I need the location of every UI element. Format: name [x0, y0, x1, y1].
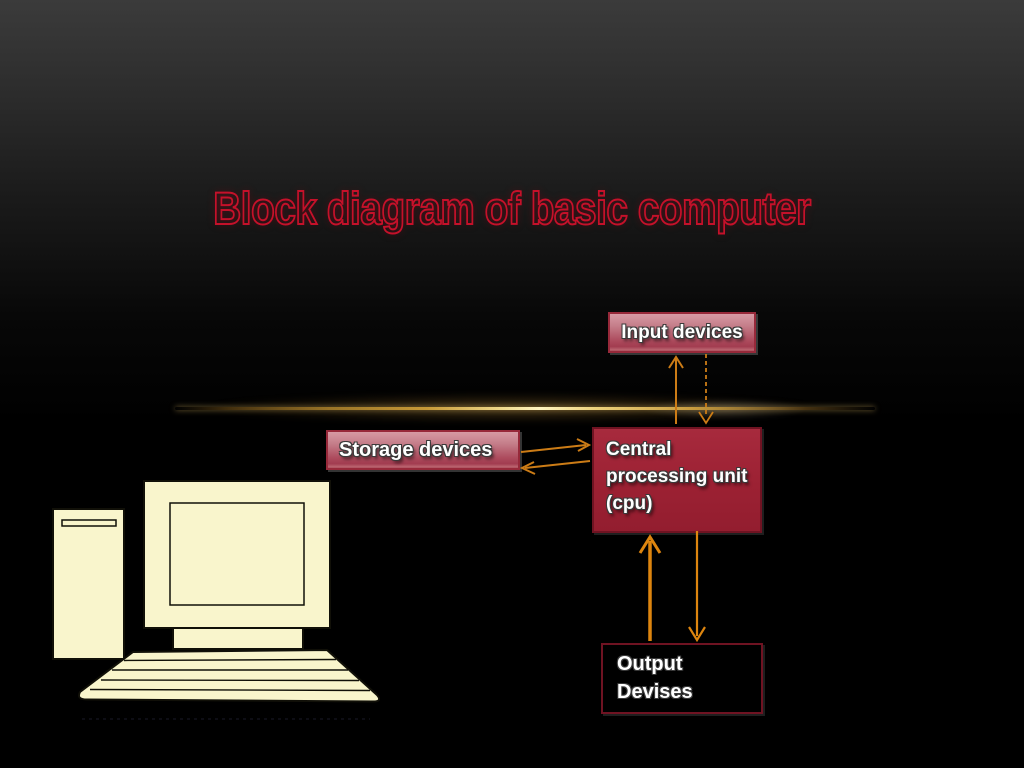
arrow-storage-to-cpu	[520, 438, 592, 453]
arrow-cpu-to-storage	[519, 460, 591, 475]
arrow-cpu-to-output	[688, 531, 706, 643]
tower-drive-slot	[61, 519, 117, 527]
node-cpu: Central processing unit (cpu)	[592, 427, 762, 533]
computer-tower	[52, 508, 125, 660]
node-label: Input devices	[621, 321, 743, 343]
node-input-devices: Input devices	[608, 312, 756, 353]
computer-clipart	[52, 480, 381, 720]
lens-flare-line	[175, 407, 875, 410]
node-label-line: (cpu)	[606, 493, 653, 514]
node-label-line: processing unit	[606, 466, 748, 487]
node-label-line: Output	[617, 653, 683, 675]
node-output-devices: Output Devises	[601, 643, 763, 714]
keyboard	[77, 649, 381, 703]
slide-title: Block diagram of basic computer	[212, 182, 812, 235]
monitor-screen	[169, 502, 305, 606]
node-label: Storage devices	[339, 438, 493, 461]
monitor-stand	[172, 624, 304, 650]
node-storage-devices: Storage devices	[326, 430, 520, 470]
monitor	[143, 480, 331, 629]
node-label-line: Devises	[617, 681, 693, 703]
keyboard-key-rows	[89, 658, 371, 692]
node-label-line: Central	[606, 439, 672, 460]
arrow-output-to-cpu	[638, 534, 662, 641]
